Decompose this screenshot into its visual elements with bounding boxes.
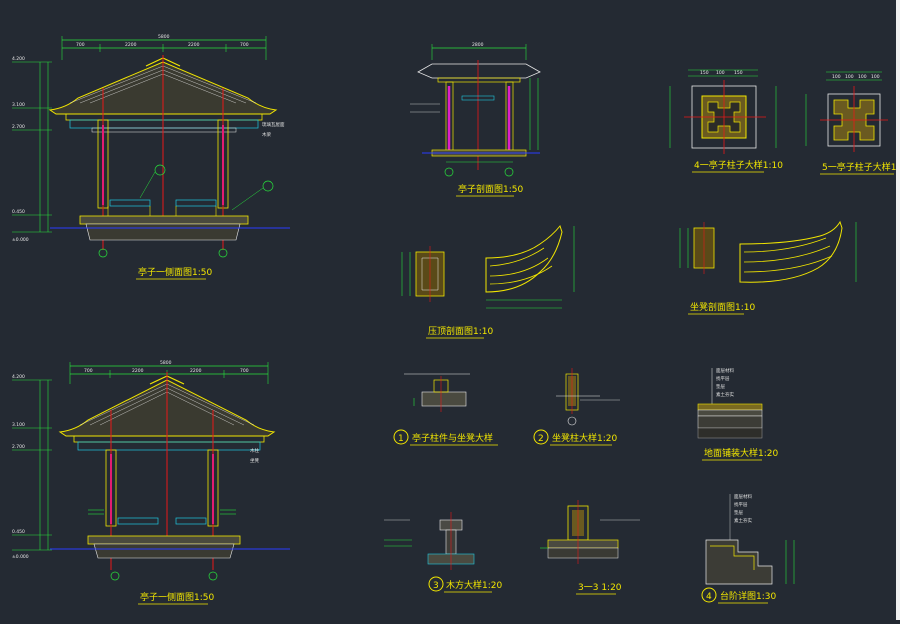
- caption-section: 亭子剖面图1:50: [458, 183, 523, 195]
- column-plan-5: 100 100 100 100 5一亭子柱子大样1:10: [805, 71, 900, 175]
- dim-part-a3: 2200: [188, 42, 200, 48]
- note-bench-b: 坐凳: [250, 457, 259, 464]
- detail-4-number: 4: [706, 592, 712, 602]
- steps-note-1: 面层材料: [734, 493, 752, 500]
- dim-total-a: 5800: [158, 34, 170, 40]
- level-a-2: 3.100: [12, 102, 25, 108]
- bracket-detail-b: 坐凳剖面图1:10: [679, 220, 857, 315]
- detail-1: 1 亭子柱件与坐凳大样: [393, 373, 498, 446]
- pavilion-section: 2800 亭子剖面图1:50: [410, 42, 541, 197]
- caption-detail-1: 亭子柱件与坐凳大样: [412, 432, 493, 444]
- detail-4-steps: 面层材料 找平层 垫层 素土夯实 4 台阶详图1:30: [701, 493, 795, 604]
- caption-detail-4: 台阶详图1:30: [720, 590, 776, 602]
- level-a-5: ±0.000: [12, 237, 29, 243]
- paving-layer-4: 素土夯实: [716, 391, 734, 398]
- level-a-3: 2.700: [12, 124, 25, 130]
- caption-detail-3-3: 3一3 1:20: [578, 583, 622, 593]
- dim-part-b2: 2200: [132, 368, 144, 374]
- note-beam-a: 木梁: [262, 131, 271, 138]
- caption-column-plan-4: 4一亭子柱子大样1:10: [694, 159, 783, 171]
- caption-elevation-bottom: 亭子一侧面图1:50: [140, 591, 214, 603]
- dim-part-b4: 700: [240, 368, 249, 374]
- dim-col5-3: 100: [858, 74, 867, 80]
- level-b-4: 0.450: [12, 529, 25, 535]
- level-b-3: 2.700: [12, 444, 25, 450]
- note-roof-a: 琉璃瓦屋面: [262, 121, 285, 128]
- dim-col5-1: 100: [832, 74, 841, 80]
- caption-detail-3: 木方大样1:20: [446, 579, 502, 591]
- dim-col5-2: 100: [845, 74, 854, 80]
- dim-total-b: 5800: [160, 360, 172, 366]
- dim-col4-2: 100: [716, 70, 725, 76]
- paving-layer-3: 垫层: [716, 383, 725, 390]
- dim-col5-4: 100: [871, 74, 880, 80]
- detail-2: 2 坐凳柱大样1:20: [533, 368, 620, 446]
- paving-layer-1: 面层材料: [716, 367, 734, 374]
- detail-3: 3 木方大样1:20: [384, 512, 502, 593]
- level-b-2: 3.100: [12, 422, 25, 428]
- column-plan-4: 150 100 150 4一亭子柱子大样1:10: [669, 69, 783, 173]
- detail-3-3: 3一3 1:20: [540, 500, 640, 595]
- paving-detail: 面层材料 找平层 垫层 素土夯实 地面铺装大样1:20: [697, 367, 778, 461]
- level-a-1: 4.200: [12, 56, 25, 62]
- bracket-detail-a: 压顶剖面图1:10: [401, 224, 575, 339]
- caption-bracket-a: 压顶剖面图1:10: [428, 325, 493, 337]
- steps-note-3: 垫层: [734, 509, 743, 516]
- level-b-1: 4.200: [12, 374, 25, 380]
- note-column-b: 木柱: [250, 447, 259, 454]
- detail-2-number: 2: [538, 434, 544, 444]
- pavilion-elevation-bottom: 5800 700 2200 2200 700 4.200 3.100 2.700…: [12, 360, 290, 605]
- level-a-4: 0.450: [12, 209, 25, 215]
- dim-part-a1: 700: [76, 42, 85, 48]
- level-b-5: ±0.000: [12, 554, 29, 560]
- detail-3-number: 3: [433, 581, 439, 591]
- caption-column-plan-5: 5一亭子柱子大样1:10: [822, 161, 900, 173]
- caption-detail-2: 坐凳柱大样1:20: [552, 432, 617, 444]
- caption-bracket-b: 坐凳剖面图1:10: [690, 301, 755, 313]
- viewport-edge: [896, 0, 900, 620]
- dim-part-a2: 2200: [125, 42, 137, 48]
- dim-part-b1: 700: [84, 368, 93, 374]
- detail-1-number: 1: [398, 434, 404, 444]
- pavilion-elevation-top: 5800 700 2200 2200 700 4.200 3.100 2.700…: [12, 34, 290, 280]
- steps-note-2: 找平层: [734, 501, 748, 508]
- caption-paving: 地面铺装大样1:20: [704, 447, 778, 459]
- steps-note-4: 素土夯实: [734, 517, 752, 524]
- caption-elevation-top: 亭子一侧面图1:50: [138, 266, 212, 278]
- dim-section-total: 2800: [472, 42, 484, 48]
- paving-layer-2: 找平层: [716, 375, 730, 382]
- dim-part-b3: 2200: [190, 368, 202, 374]
- dim-part-a4: 700: [240, 42, 249, 48]
- dim-col4-1: 150: [700, 70, 709, 76]
- dim-col4-3: 150: [734, 70, 743, 76]
